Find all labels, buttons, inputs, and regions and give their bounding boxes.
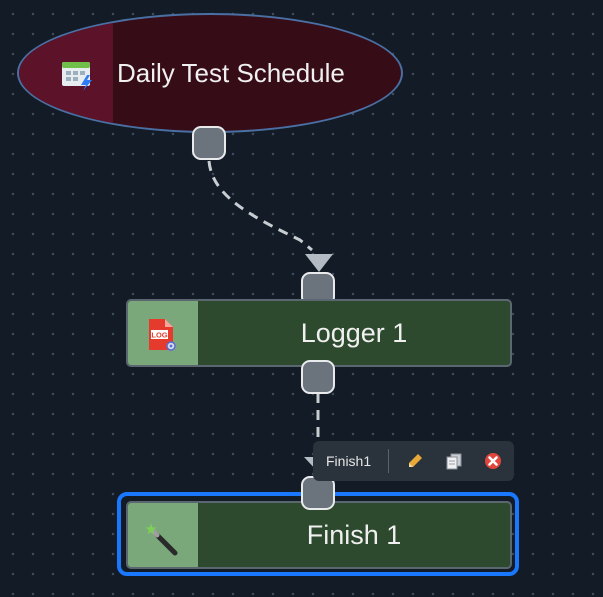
- logger-node[interactable]: LOG Logger 1: [126, 299, 512, 367]
- logger-output-port[interactable]: [301, 360, 335, 394]
- finish-node-label: Finish 1: [306, 519, 402, 550]
- svg-text:LOG: LOG: [151, 331, 167, 340]
- log-file-icon: LOG: [147, 318, 177, 352]
- finish-input-port[interactable]: [301, 476, 335, 510]
- logger-node-label: Logger 1: [300, 317, 408, 348]
- finish-icon-zone: [128, 503, 198, 567]
- edit-button[interactable]: [395, 441, 434, 481]
- node-toolbar: Finish1: [313, 441, 514, 481]
- toolbar-node-name: Finish1: [326, 453, 372, 469]
- edit-icon: [408, 454, 422, 467]
- duplicate-button[interactable]: [434, 441, 473, 481]
- finish-node[interactable]: Finish 1: [126, 501, 512, 569]
- toolbar-divider: [388, 449, 389, 473]
- duplicate-icon: [446, 453, 461, 470]
- connection-trigger-to-logger[interactable]: [207, 160, 313, 252]
- trigger-icon-zone: [19, 15, 113, 131]
- calendar-schedule-icon: [61, 61, 95, 91]
- trigger-node-label: Daily Test Schedule: [117, 57, 345, 88]
- delete-icon: [484, 453, 501, 469]
- logger-icon-zone: LOG: [128, 301, 198, 365]
- delete-button[interactable]: [473, 441, 512, 481]
- trigger-output-port[interactable]: [192, 126, 226, 160]
- arrow-head-logger: [305, 254, 333, 272]
- trigger-node-daily-test-schedule[interactable]: Daily Test Schedule: [17, 13, 403, 133]
- magic-wand-icon: [145, 523, 179, 557]
